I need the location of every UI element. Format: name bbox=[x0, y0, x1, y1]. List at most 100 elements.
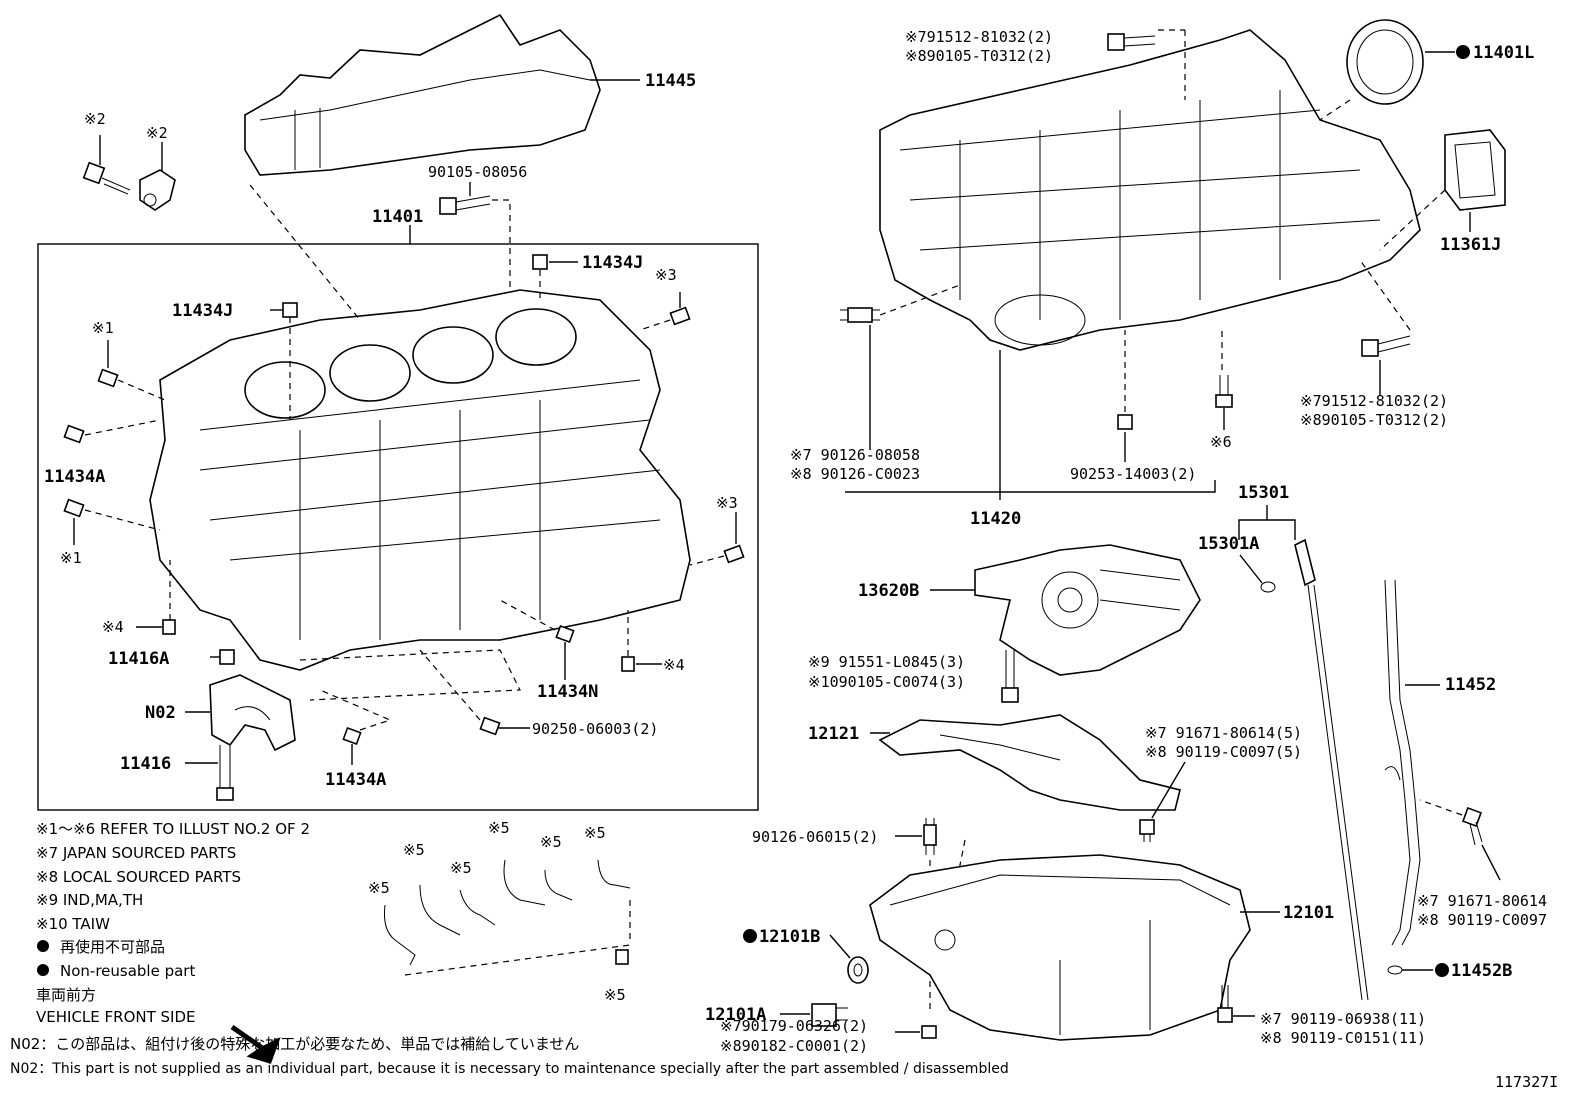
dowel-11416A[interactable] bbox=[219, 649, 235, 665]
label-12101A: 12101A bbox=[705, 1005, 766, 1025]
label-m2-left: ※2 bbox=[84, 110, 106, 128]
label-m3-upper: ※3 bbox=[655, 266, 677, 284]
label-m1-upper: ※1 bbox=[92, 319, 114, 337]
bullet-icon bbox=[37, 940, 49, 952]
label-m4-left: ※4 bbox=[102, 618, 124, 636]
legend-notes: ※1～※6 REFER TO ILLUST NO.2 OF 2 ※7 JAPAN… bbox=[10, 820, 1009, 1077]
label-791512-right: ※791512-81032(2) bbox=[1300, 392, 1448, 410]
oil-jets-m5[interactable] bbox=[384, 859, 631, 976]
label-12121: 12121 bbox=[808, 724, 859, 744]
label-791512-top: ※791512-81032(2) bbox=[905, 28, 1053, 46]
gauge-guide-11452[interactable] bbox=[1384, 579, 1421, 946]
label-m5-5: ※5 bbox=[540, 833, 562, 851]
label-90119-06938: ※7 90119-06938(11) bbox=[1260, 1010, 1426, 1028]
bolt-91551-L0845[interactable] bbox=[1001, 650, 1019, 703]
dowel-11434J-top[interactable] bbox=[532, 254, 548, 270]
label-N02: N02 bbox=[145, 703, 176, 723]
oil-pan-12101[interactable] bbox=[869, 854, 1251, 1041]
label-m5-6: ※5 bbox=[584, 824, 606, 842]
balance-shaft-13620B[interactable] bbox=[974, 544, 1201, 676]
dowel-m4-right[interactable] bbox=[621, 656, 635, 672]
label-11416: 11416 bbox=[120, 754, 171, 774]
label-m5-7: ※5 bbox=[604, 986, 626, 1004]
label-11416A: 11416A bbox=[108, 649, 169, 669]
label-91671-80614-a: ※7 91671-80614(5) bbox=[1145, 724, 1302, 742]
label-m5-2: ※5 bbox=[403, 841, 425, 859]
label-91671-80614-b: ※7 91671-80614 bbox=[1417, 892, 1547, 910]
bolt-791512-top[interactable] bbox=[1107, 33, 1156, 51]
label-m2-right: ※2 bbox=[146, 124, 168, 142]
nut-790179-06326[interactable] bbox=[921, 1025, 937, 1039]
stiffening-crankcase-11420[interactable] bbox=[879, 29, 1421, 351]
label-11452B: 11452B bbox=[1451, 961, 1512, 981]
label-11434J: 11434J bbox=[172, 301, 233, 321]
bolt-11416[interactable] bbox=[216, 745, 234, 801]
label-890105-right: ※890105-T0312(2) bbox=[1300, 411, 1448, 429]
bolt-91671-80614-guide[interactable] bbox=[1462, 807, 1483, 846]
dowel-11434A-bottom[interactable] bbox=[342, 726, 362, 746]
bolt-791512-right[interactable] bbox=[1361, 335, 1411, 357]
bolt-m6[interactable] bbox=[1215, 375, 1233, 408]
dowel-11434N[interactable] bbox=[555, 624, 575, 644]
note-vehicle-front-jp: 車両前方 bbox=[36, 986, 96, 1004]
o-ring-11452B[interactable] bbox=[1387, 965, 1403, 975]
bolt-m2[interactable] bbox=[82, 161, 131, 195]
dowel-11434J[interactable] bbox=[282, 302, 298, 318]
note-japan-sourced: ※7 JAPAN SOURCED PARTS bbox=[36, 844, 236, 862]
label-91551-L0845: ※9 91551-L0845(3) bbox=[808, 653, 965, 671]
oil-level-gauge-15301[interactable] bbox=[1294, 538, 1369, 1001]
label-11434J-top: 11434J bbox=[582, 253, 643, 273]
label-12101: 12101 bbox=[1283, 903, 1334, 923]
illustration-id: 117327I bbox=[1495, 1073, 1558, 1091]
label-m3-lower: ※3 bbox=[716, 494, 738, 512]
oil-seal-11401L[interactable] bbox=[1346, 19, 1424, 105]
cover-11361J[interactable] bbox=[1444, 129, 1506, 211]
label-90119-C0151: ※8 90119-C0151(11) bbox=[1260, 1029, 1426, 1047]
bolt-91671-80614-baffle[interactable] bbox=[1139, 819, 1155, 842]
stud-90126-06015[interactable] bbox=[923, 818, 937, 855]
label-15301A: 15301A bbox=[1198, 534, 1259, 554]
label-90250-06003: 90250-06003(2) bbox=[532, 720, 658, 738]
bolt-90105-08056[interactable] bbox=[439, 195, 491, 215]
bullet-icon bbox=[37, 964, 49, 976]
dowel-m1-upper[interactable] bbox=[97, 368, 119, 388]
label-90119-C0097-b: ※8 90119-C0097 bbox=[1417, 911, 1547, 929]
bracket-m2[interactable] bbox=[139, 169, 176, 211]
dowel-m3-upper[interactable] bbox=[669, 306, 691, 326]
note-non-reusable-en: Non-reusable part bbox=[60, 962, 195, 980]
dowel-11434A-left[interactable] bbox=[63, 424, 85, 444]
label-11401L: 11401L bbox=[1473, 43, 1534, 63]
bearing-cap-N02[interactable] bbox=[209, 674, 296, 752]
label-11445: 11445 bbox=[645, 71, 696, 91]
baffle-plate-12121[interactable] bbox=[878, 714, 1181, 811]
label-13620B: 13620B bbox=[858, 581, 919, 601]
note-local-sourced: ※8 LOCAL SOURCED PARTS bbox=[36, 868, 241, 886]
cylinder-block[interactable] bbox=[149, 289, 691, 671]
bolt-90119-06938[interactable] bbox=[1217, 985, 1233, 1023]
dowel-90253-14003[interactable] bbox=[1117, 414, 1133, 430]
label-m5-4: ※5 bbox=[488, 819, 510, 837]
label-m5-1: ※5 bbox=[368, 879, 390, 897]
dowel-m4-left[interactable] bbox=[162, 619, 176, 635]
dowel-m1-lower[interactable] bbox=[63, 498, 85, 518]
note-refer-illust: ※1～※6 REFER TO ILLUST NO.2 OF 2 bbox=[36, 820, 310, 838]
label-11434A-left: 11434A bbox=[44, 467, 105, 487]
label-90126-06015: 90126-06015(2) bbox=[752, 828, 878, 846]
stud-90126-08058[interactable] bbox=[840, 307, 880, 323]
label-m4-right: ※4 bbox=[663, 656, 685, 674]
label-11434N: 11434N bbox=[537, 682, 598, 702]
dowel-m3-lower[interactable] bbox=[723, 544, 745, 564]
note-non-reusable-jp: 再使用不可部品 bbox=[60, 938, 165, 956]
label-1090105-C0074: ※1090105-C0074(3) bbox=[808, 673, 965, 691]
dowel-90250-06003[interactable] bbox=[479, 716, 501, 736]
label-90253-14003: 90253-14003(2) bbox=[1070, 465, 1196, 483]
drain-plug-12101A[interactable] bbox=[811, 1003, 848, 1027]
label-11452: 11452 bbox=[1445, 675, 1496, 695]
gasket-12101B[interactable] bbox=[847, 956, 869, 984]
engine-insulator-11445[interactable] bbox=[244, 13, 601, 176]
note-n02-jp: N02：この部品は、組付け後の特殊な加工が必要なため、単品では補給していません bbox=[10, 1035, 579, 1053]
o-ring-15301A[interactable] bbox=[1260, 581, 1276, 593]
note-vehicle-front-en: VEHICLE FRONT SIDE bbox=[36, 1008, 196, 1026]
label-90126-C0023: ※8 90126-C0023 bbox=[790, 465, 920, 483]
